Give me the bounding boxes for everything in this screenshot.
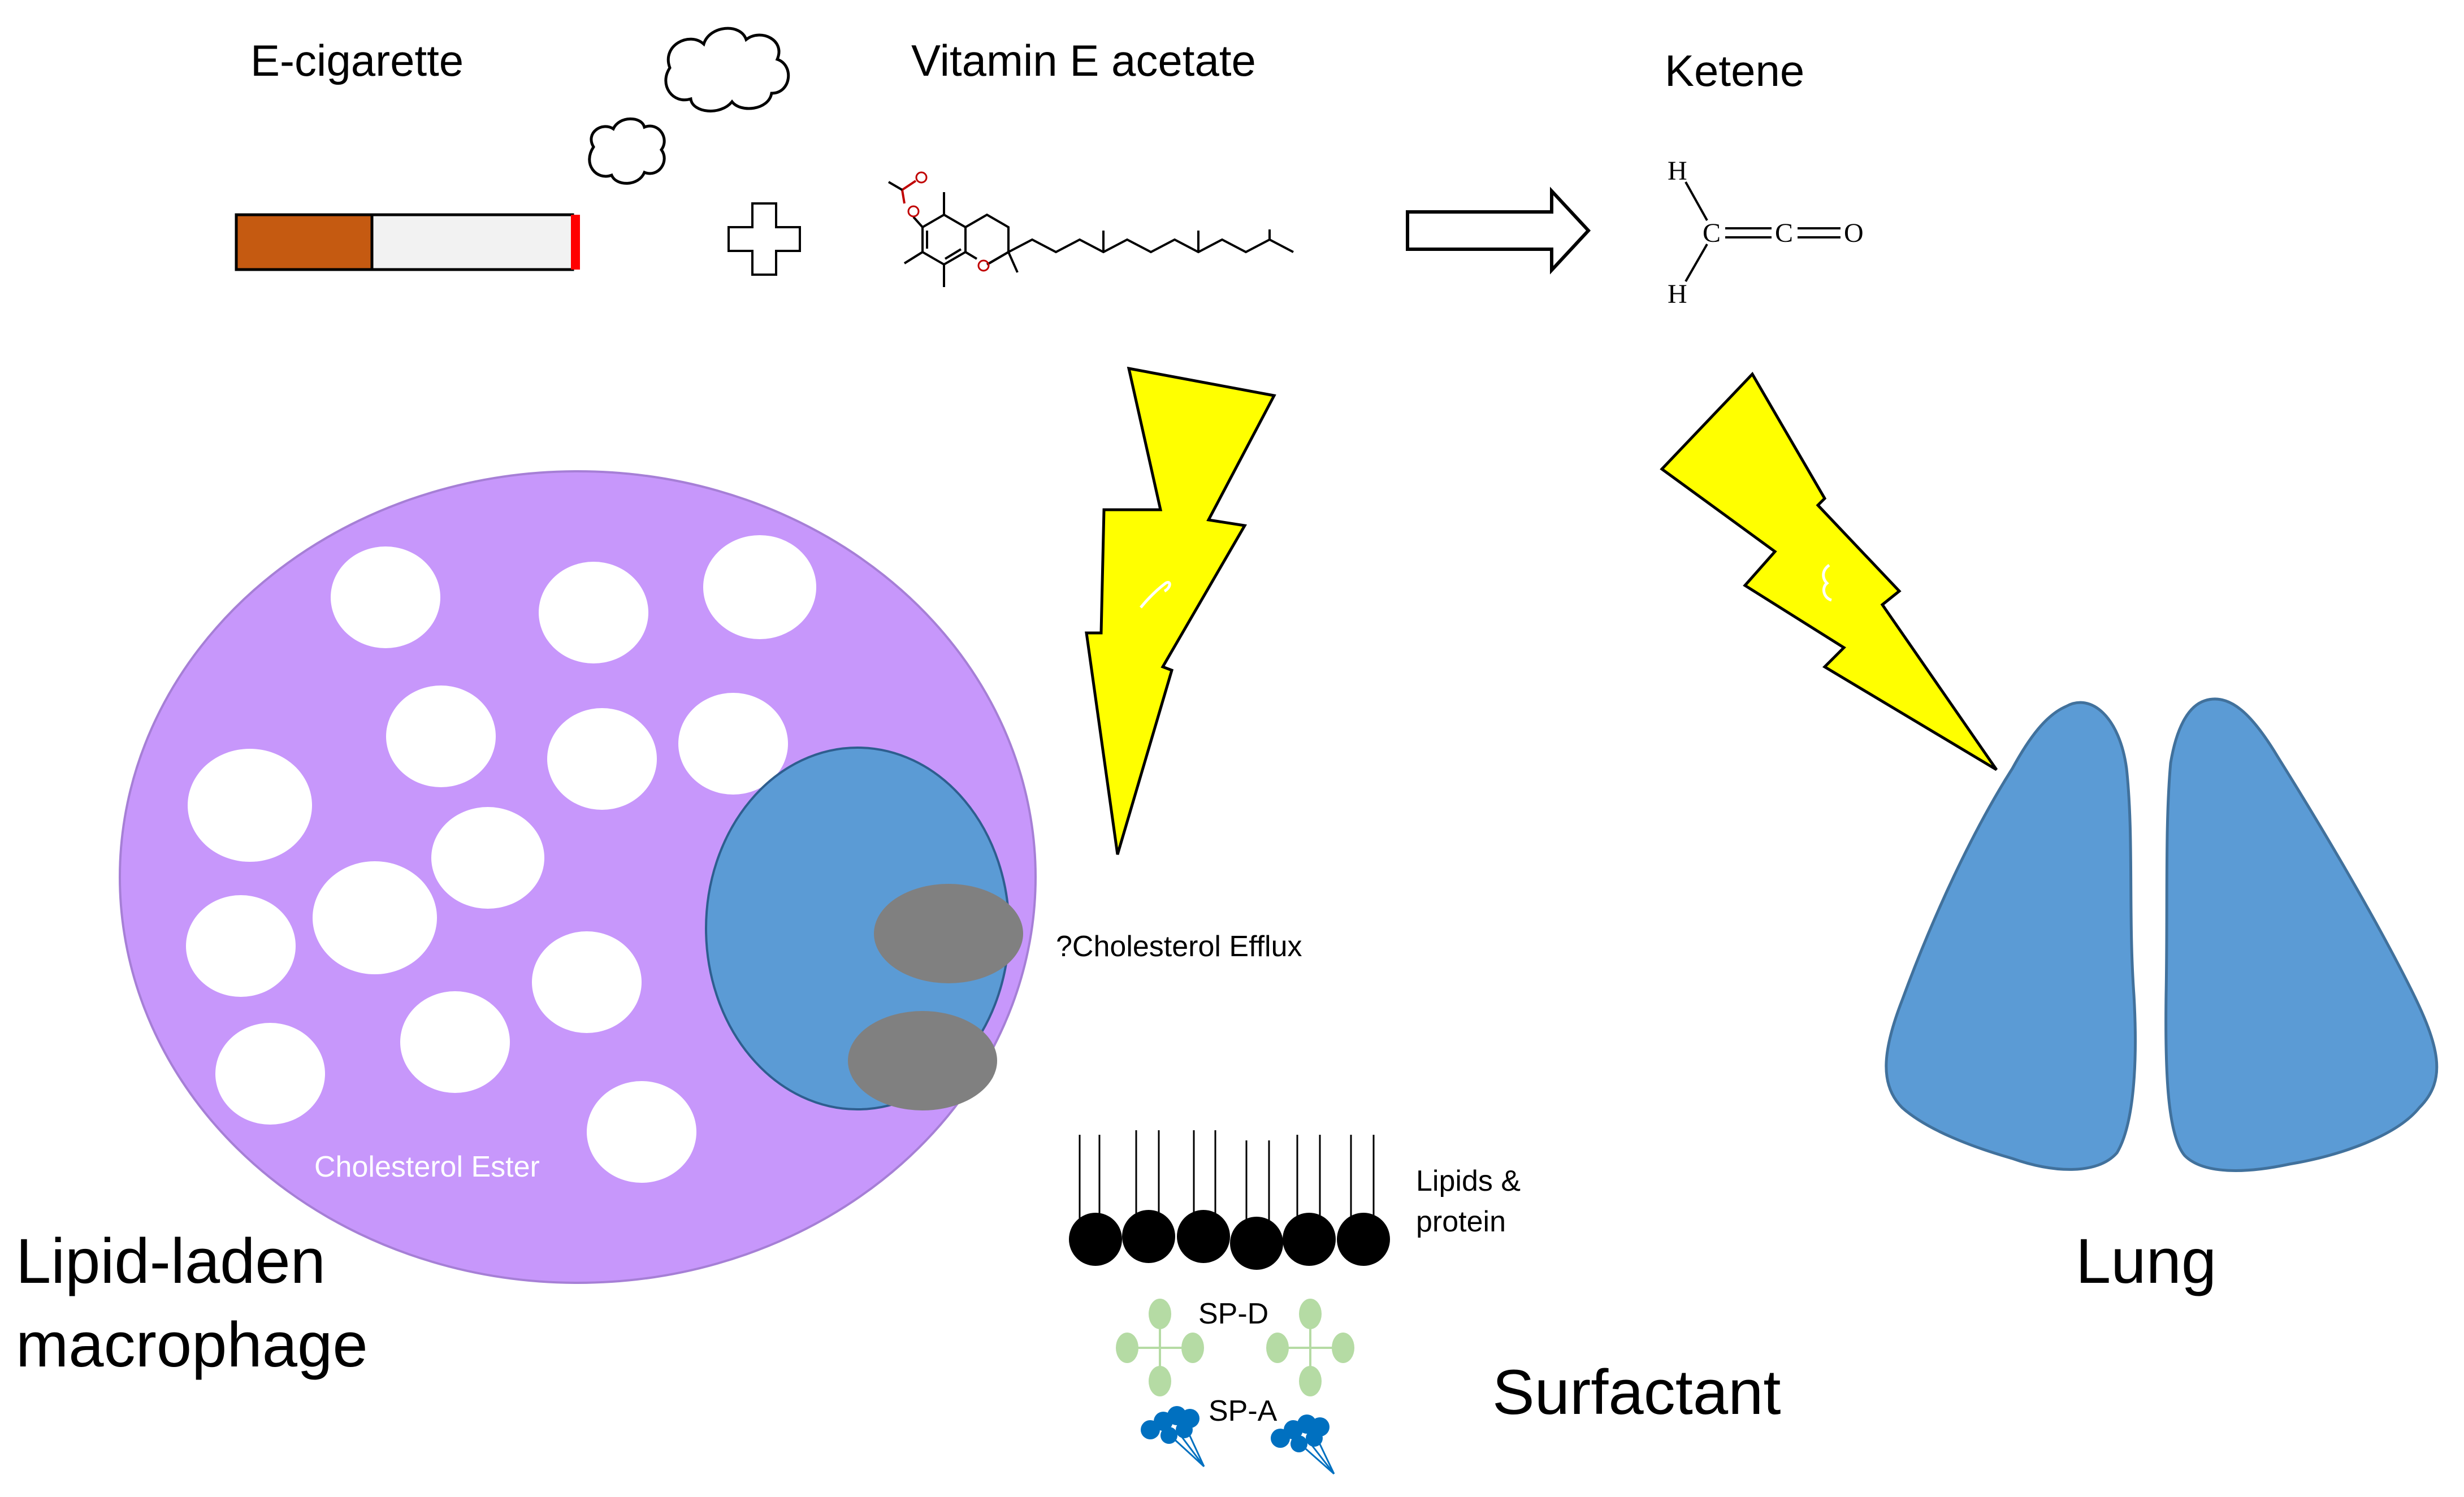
lung-label: Lung (2076, 1226, 2217, 1296)
lipid-head (1069, 1213, 1122, 1266)
lipid-head (1230, 1217, 1283, 1270)
sp-a-protein-icon (1271, 1414, 1335, 1475)
cholesterol-efflux-label: ?Cholesterol Efflux (1056, 930, 1302, 963)
plus-icon (727, 202, 801, 276)
lipid-head (1337, 1213, 1390, 1266)
cholesterol-ester-label: Cholesterol Ester (314, 1151, 540, 1183)
lipid-head (1122, 1210, 1175, 1263)
vitamin-e-oxygen-atoms (907, 171, 990, 272)
lipid-droplet (400, 991, 510, 1093)
left-lung-lobe (1885, 701, 2137, 1171)
ketene-atom-c2: C (1775, 218, 1793, 248)
sp-a-protein-icon (1141, 1406, 1205, 1468)
lipid-droplet (313, 861, 437, 974)
vitamin-e-acetate-structure (887, 180, 1294, 287)
lipids-protein-line2: protein (1416, 1205, 1506, 1238)
ketene-atom-h-bottom: H (1668, 279, 1687, 309)
oxygen-atom (915, 171, 928, 184)
lipid-laden-macrophage (119, 470, 1037, 1284)
lipid-droplet (331, 546, 440, 648)
surfactant-label: Surfactant (1492, 1357, 1781, 1427)
lipid-droplet (587, 1081, 696, 1183)
vitamin-e-acetate-label: Vitamin E acetate (911, 36, 1256, 85)
oxygen-atom (907, 205, 920, 218)
lipids-protein-label: Lipids & protein (1416, 1161, 1521, 1243)
sp-d-label: SP-D (1198, 1298, 1269, 1330)
ecigarette-label: E-cigarette (250, 36, 464, 85)
lipid-droplet (539, 562, 648, 663)
sp-d-protein-icon (1266, 1299, 1354, 1396)
organelle (874, 884, 1023, 983)
cigarette-body (370, 213, 574, 271)
cigarette-lit-tip (571, 215, 580, 270)
sp-a-label: SP-A (1209, 1395, 1278, 1427)
sp-d-protein-icon (1116, 1299, 1204, 1396)
vapour-cloud-icon (588, 27, 790, 185)
lightning-spark (1140, 581, 1171, 609)
macrophage-label: Lipid-laden macrophage (16, 1220, 368, 1387)
lung-icon (1885, 697, 2439, 1172)
ketene-atom-o: O (1844, 218, 1864, 248)
lipids-protein-line1: Lipids & (1416, 1165, 1521, 1197)
lipid-droplet (215, 1023, 325, 1125)
lipid-head (1283, 1213, 1336, 1266)
lipid-droplet (678, 693, 788, 795)
lightning-spark (1822, 563, 1832, 602)
organelle (848, 1011, 997, 1110)
lipid-droplet (386, 685, 496, 787)
lipid-droplet (186, 895, 296, 997)
ketene-atom-c1: C (1703, 218, 1721, 248)
lipid-droplet (703, 535, 816, 639)
lipid-droplet (532, 931, 642, 1033)
macrophage-label-line1: Lipid-laden (16, 1226, 326, 1296)
lightning-bolt-icon (1660, 371, 1998, 771)
macrophage-label-line2: macrophage (16, 1309, 368, 1380)
cholesterol-ester-droplets (186, 535, 816, 1183)
right-lung-lobe (2164, 697, 2439, 1172)
reaction-arrow (1406, 186, 1591, 275)
lipid-droplet (547, 708, 657, 810)
ketene-structure: H H C C O (1668, 156, 1864, 309)
oxygen-atom (977, 259, 990, 272)
lipid-head (1177, 1210, 1230, 1263)
ketene-atom-h-top: H (1668, 156, 1687, 186)
lightning-bolt-icon (1085, 366, 1276, 855)
surfactant-lipid-layer (1069, 1130, 1390, 1270)
lipid-droplet (188, 749, 312, 862)
e-cigarette-icon (235, 213, 580, 271)
lipid-droplet (431, 807, 544, 909)
cigarette-filter (235, 213, 374, 271)
ketene-label: Ketene (1665, 46, 1805, 96)
